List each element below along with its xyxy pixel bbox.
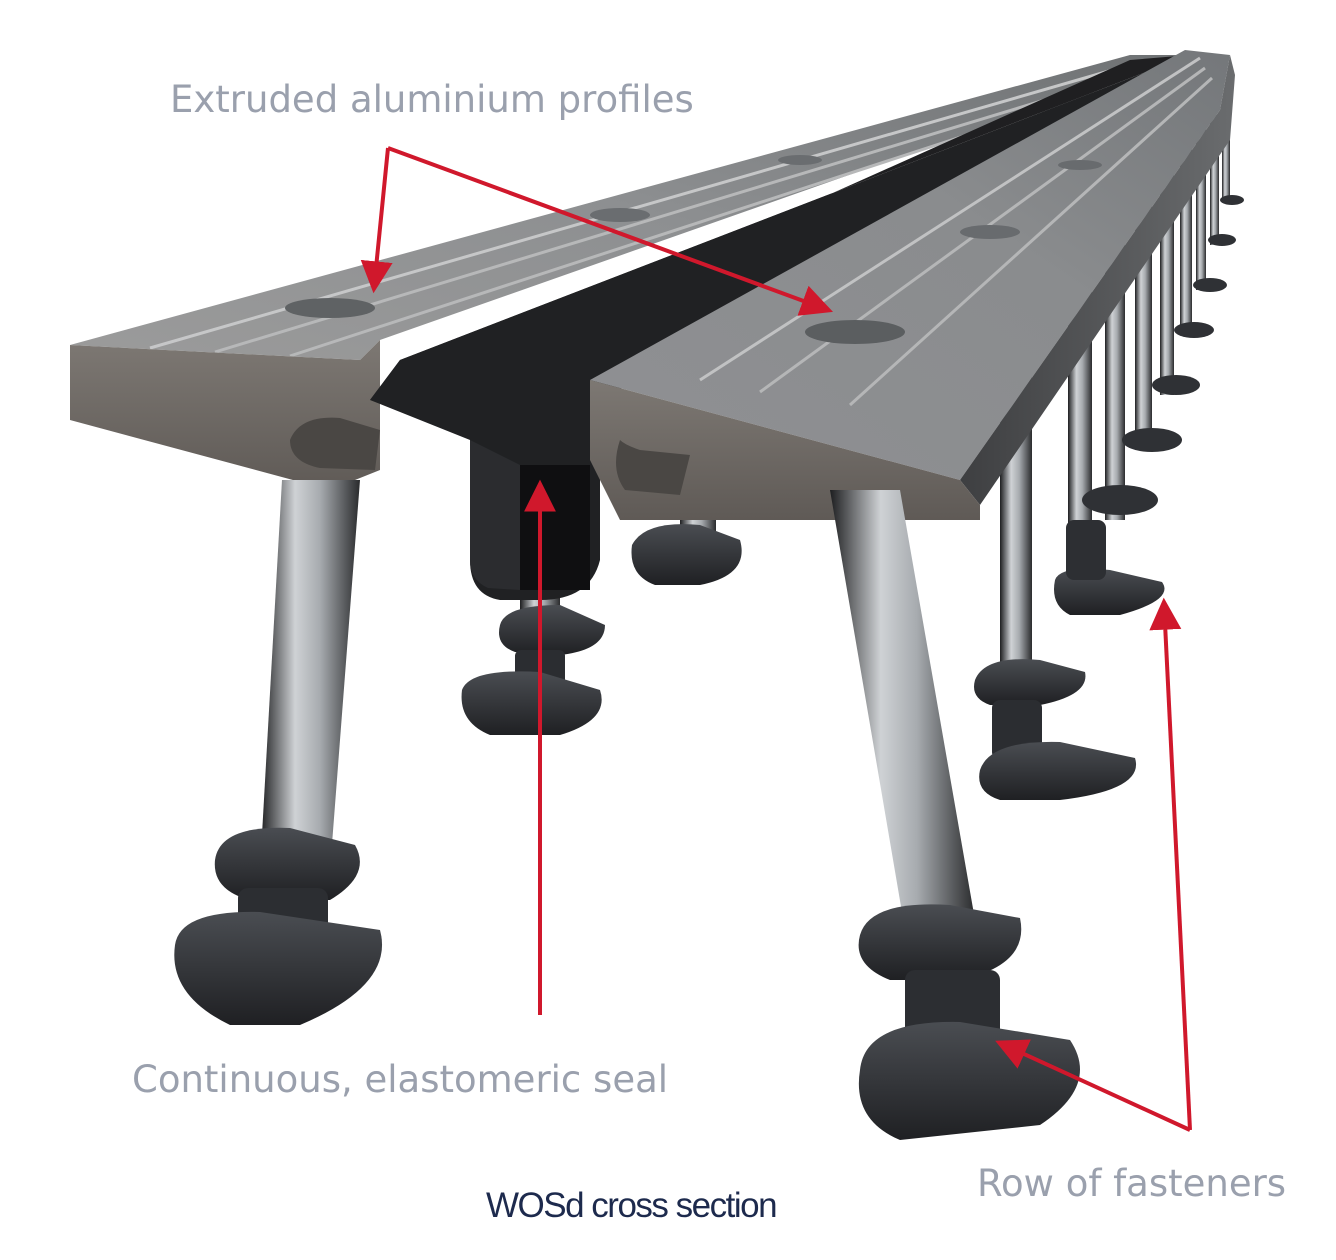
arrow-to-front-fastener (995, 1039, 1191, 1132)
arrow-to-left-profile (360, 147, 393, 294)
annotation-arrows (360, 146, 1192, 1132)
right-aluminium-profile (590, 50, 1235, 520)
label-elastomeric-seal: Continuous, elastomeric seal (132, 1058, 669, 1101)
front-left-leg (174, 480, 383, 1025)
label-row-of-fasteners: Row of fasteners (977, 1162, 1287, 1205)
label-extruded-aluminium-profiles: Extruded aluminium profiles (170, 78, 694, 121)
arrow-to-right-profile (387, 146, 834, 316)
diagram-caption: WOSd cross section (486, 1186, 778, 1225)
front-right-leg (830, 490, 1080, 1140)
arrow-to-fastener-row (1149, 597, 1192, 1131)
left-aluminium-profile (70, 55, 1190, 490)
